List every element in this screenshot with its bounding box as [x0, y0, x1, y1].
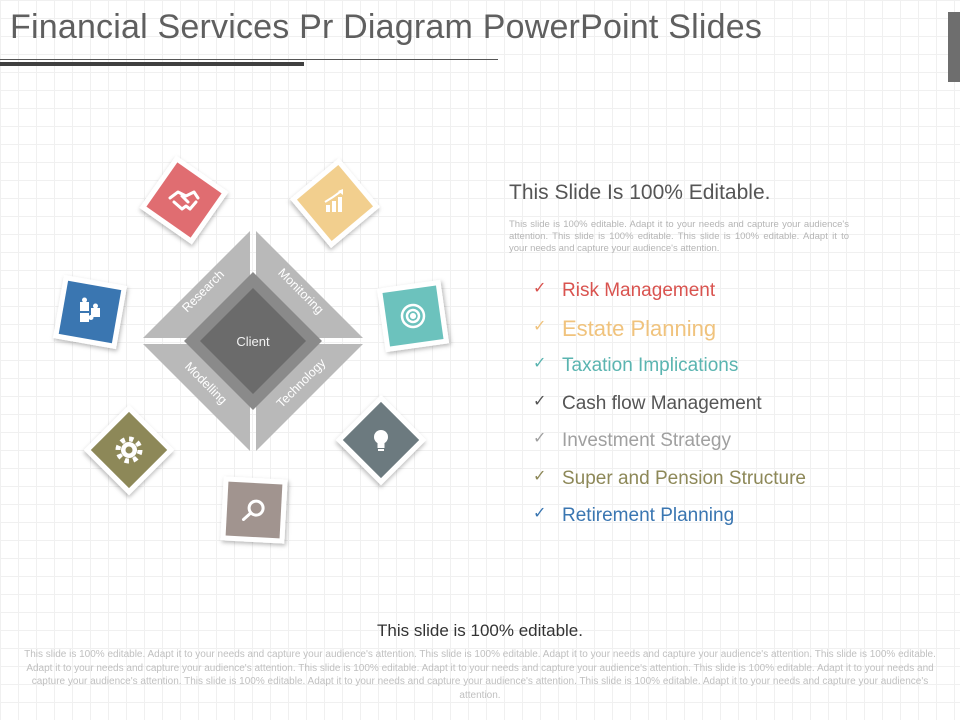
client-diamond	[200, 288, 306, 394]
checklist-item-label: Estate Planning	[562, 315, 717, 341]
tile-puzzle-fill	[58, 280, 122, 344]
lightbulb-icon	[374, 430, 388, 451]
footer-heading: This slide is 100% editable.	[376, 621, 583, 640]
tile-puzzle	[52, 274, 128, 350]
client-label: Client	[236, 334, 270, 349]
footer-body-text: This slide is 100% editable. Adapt it to…	[24, 649, 936, 701]
tile-magnifier	[220, 476, 288, 544]
check-icon: ✓	[533, 467, 547, 485]
puzzle-icon	[80, 297, 100, 322]
title-underline-thin	[0, 59, 498, 60]
bar-chart-icon	[324, 189, 343, 212]
tile-magnifier-fill	[225, 481, 283, 539]
checklist-item-label: Taxation Implications	[562, 355, 739, 376]
tile-target	[376, 279, 450, 353]
check-icon: ✓	[533, 430, 547, 447]
quadrant-modelling	[143, 344, 250, 451]
quadrant-research	[143, 231, 250, 338]
check-icon: ✓	[533, 280, 547, 297]
tile-bar-chart	[289, 157, 381, 249]
checklist-item-label: Investment Strategy	[562, 430, 731, 451]
check-icon: ✓	[533, 505, 547, 522]
tile-lightbulb	[335, 394, 427, 486]
checklist-item-label: Super and Pension Structure	[562, 467, 806, 489]
quadrant-technology	[256, 344, 363, 451]
magnifier-icon	[241, 499, 265, 521]
page-title: Financial Services Pr Diagram PowerPoint…	[10, 8, 763, 46]
checklist-item-label: Cash flow Management	[562, 392, 762, 414]
target-icon	[400, 303, 426, 329]
handshake-icon	[168, 190, 200, 211]
check-icon: ✓	[533, 392, 547, 410]
panel-body-text: This slide is 100% editable. Adapt it to…	[509, 219, 849, 254]
corner-accent-bar	[948, 12, 960, 82]
quadrant-monitoring	[256, 231, 363, 338]
gear-icon	[115, 436, 143, 464]
tile-handshake	[139, 155, 229, 245]
tile-gear	[83, 404, 175, 496]
title-underline-thick	[0, 62, 304, 66]
checklist-item-label: Risk Management	[562, 280, 716, 301]
check-icon: ✓	[533, 355, 547, 372]
check-icon: ✓	[533, 317, 547, 335]
checklist-item-label: Retirement Planning	[562, 505, 735, 526]
panel-heading: This Slide Is 100% Editable.	[509, 181, 771, 204]
